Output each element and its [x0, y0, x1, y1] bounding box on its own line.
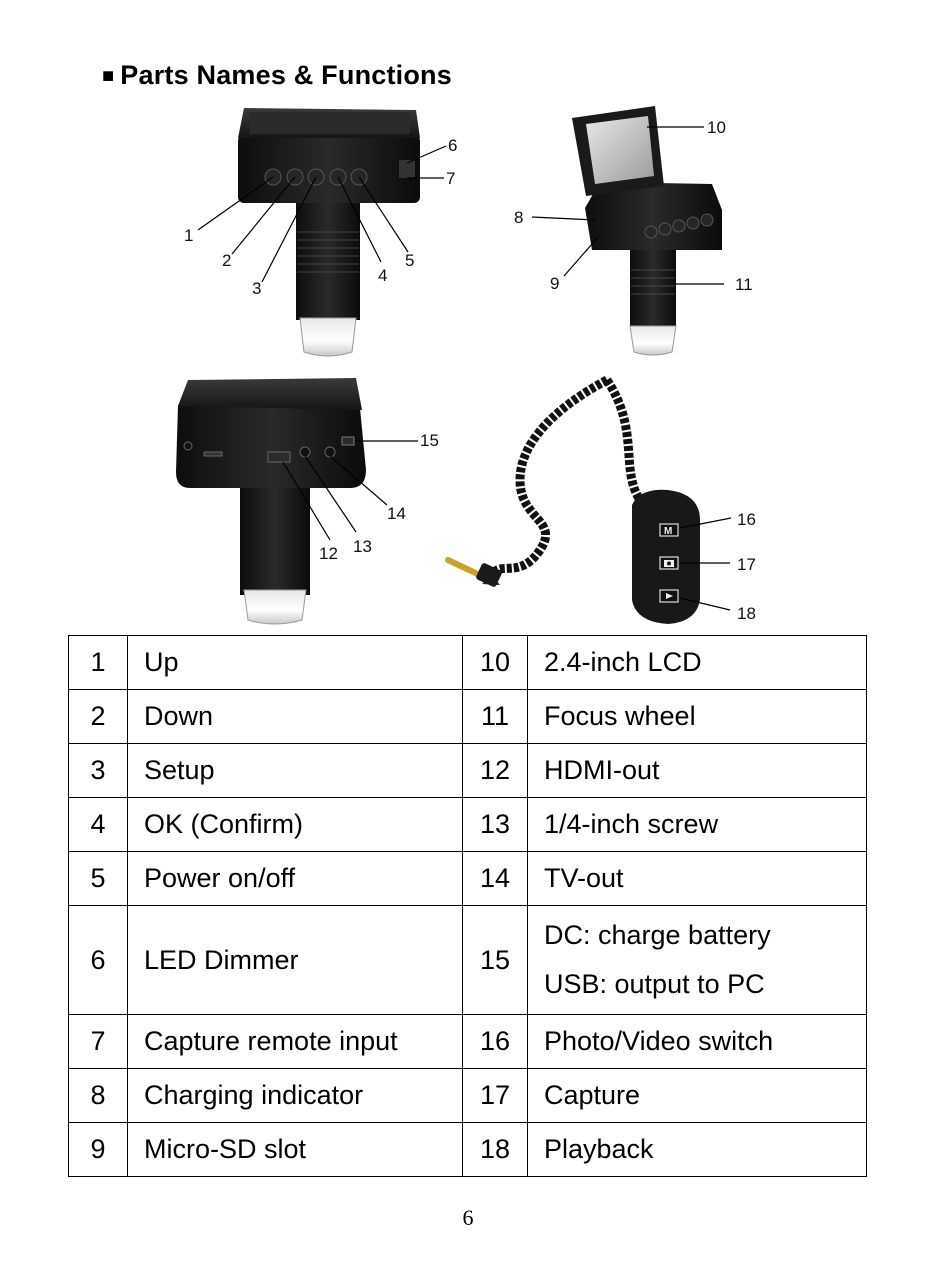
heading-bullet: ■: [102, 65, 115, 87]
callout-7: 7: [446, 169, 455, 188]
callout-lines-front: [197, 145, 447, 283]
part-number: 10: [462, 635, 528, 690]
callout-2: 2: [222, 251, 231, 270]
part-name: Playback: [527, 1122, 867, 1177]
part-name: LED Dimmer: [127, 905, 463, 1015]
part-number: 3: [68, 743, 128, 798]
callout-18: 18: [737, 604, 756, 623]
callout-lines-back: [282, 440, 418, 541]
part-number: 11: [462, 689, 528, 744]
part-name: Setup: [127, 743, 463, 798]
microscope-screen-view: [572, 106, 722, 356]
part-number: 13: [462, 797, 528, 852]
part-number: 18: [462, 1122, 528, 1177]
part-name: OK (Confirm): [127, 797, 463, 852]
table-row: 7 Capture remote input 16 Photo/Video sw…: [68, 1014, 867, 1069]
callout-1: 1: [184, 226, 193, 245]
callout-11: 11: [735, 275, 753, 294]
part-name: HDMI-out: [527, 743, 867, 798]
part-name: Charging indicator: [127, 1068, 463, 1123]
table-row: 2 Down 11 Focus wheel: [68, 689, 867, 744]
heading-title: Parts Names & Functions: [120, 60, 452, 90]
remote-m-label: M: [664, 526, 672, 537]
part-name: 2.4-inch LCD: [527, 635, 867, 690]
table-row: 9 Micro-SD slot 18 Playback: [68, 1122, 867, 1177]
part-number: 15: [462, 905, 528, 1015]
part-number: 5: [68, 851, 128, 906]
part-name: TV-out: [527, 851, 867, 906]
callout-4: 4: [378, 266, 387, 285]
table-row: 5 Power on/off 14 TV-out: [68, 851, 867, 906]
section-heading: ■Parts Names & Functions: [102, 60, 452, 91]
table-row: 1 Up 10 2.4-inch LCD: [68, 635, 867, 690]
part-name: Photo/Video switch: [527, 1014, 867, 1069]
callout-5: 5: [405, 251, 414, 270]
part-name: Capture: [527, 1068, 867, 1123]
callout-lines-remote: [679, 517, 732, 611]
page-number: 6: [462, 1205, 474, 1230]
part-number: 1: [68, 635, 128, 690]
callout-9: 9: [550, 274, 559, 293]
part-name-line: USB: output to PC: [544, 969, 765, 999]
part-number: 9: [68, 1122, 128, 1177]
part-number: 14: [462, 851, 528, 906]
part-number: 12: [462, 743, 528, 798]
table-row: 6 LED Dimmer 15 DC: charge battery USB: …: [68, 905, 867, 1015]
parts-table: 1 Up 10 2.4-inch LCD 2 Down 11 Focus whe…: [68, 635, 867, 1177]
callout-12: 12: [319, 544, 338, 563]
capture-remote: M: [445, 376, 700, 624]
part-name: Micro-SD slot: [127, 1122, 463, 1177]
table-row: 8 Charging indicator 17 Capture: [68, 1068, 867, 1123]
microscope-front-view: [238, 108, 420, 357]
part-name: 1/4-inch screw: [527, 797, 867, 852]
callout-13: 13: [353, 537, 372, 556]
part-number: 8: [68, 1068, 128, 1123]
part-number: 16: [462, 1014, 528, 1069]
callout-15: 15: [420, 431, 439, 450]
callout-10: 10: [707, 118, 726, 137]
part-name-line: DC: charge battery: [544, 920, 771, 950]
callout-6: 6: [448, 136, 457, 155]
callout-8: 8: [514, 208, 523, 227]
part-name: Down: [127, 689, 463, 744]
part-name: Capture remote input: [127, 1014, 463, 1069]
microscope-back-view: [176, 378, 366, 625]
part-name: Focus wheel: [527, 689, 867, 744]
part-number: 6: [68, 905, 128, 1015]
part-number: 4: [68, 797, 128, 852]
callout-14: 14: [387, 504, 406, 523]
table-row: 3 Setup 12 HDMI-out: [68, 743, 867, 798]
part-name-multiline: DC: charge battery USB: output to PC: [527, 905, 867, 1015]
callout-16: 16: [737, 510, 756, 529]
part-number: 2: [68, 689, 128, 744]
part-name: Up: [127, 635, 463, 690]
table-row: 4 OK (Confirm) 13 1/4-inch screw: [68, 797, 867, 852]
callout-3: 3: [252, 279, 261, 298]
callout-17: 17: [737, 555, 756, 574]
part-name: Power on/off: [127, 851, 463, 906]
part-number: 17: [462, 1068, 528, 1123]
part-number: 7: [68, 1014, 128, 1069]
parts-figures: 1 2 3 4 5 6 7 10 8 9 11: [176, 106, 756, 625]
callout-lines-screen: [531, 126, 724, 285]
